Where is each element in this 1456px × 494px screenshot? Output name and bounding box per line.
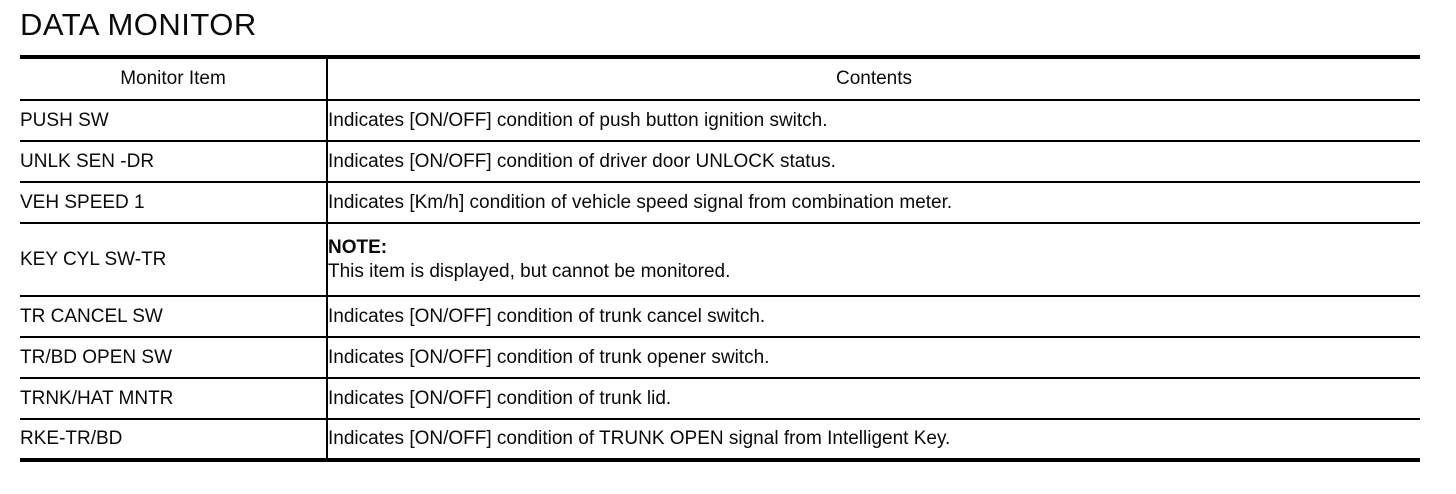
table-row: PUSH SW Indicates [ON/OFF] condition of …	[20, 100, 1420, 142]
contents-cell: NOTE: This item is displayed, but cannot…	[327, 223, 1420, 297]
table-row: UNLK SEN -DR Indicates [ON/OFF] conditio…	[20, 141, 1420, 183]
contents-cell: Indicates [Km/h] condition of vehicle sp…	[327, 182, 1420, 224]
monitor-item-cell: TRNK/HAT MNTR	[20, 378, 328, 420]
monitor-item-cell: VEH SPEED 1	[20, 182, 328, 224]
monitor-item-cell: KEY CYL SW-TR	[20, 223, 328, 297]
table-row: TR/BD OPEN SW Indicates [ON/OFF] conditi…	[20, 337, 1420, 379]
monitor-item-cell: UNLK SEN -DR	[20, 141, 328, 183]
contents-cell: Indicates [ON/OFF] condition of push but…	[327, 100, 1420, 142]
column-header-monitor-item: Monitor Item	[20, 57, 328, 101]
column-header-contents: Contents	[327, 57, 1420, 101]
monitor-item-cell: TR/BD OPEN SW	[20, 337, 328, 379]
table-row: TR CANCEL SW Indicates [ON/OFF] conditio…	[20, 296, 1420, 338]
note-label: NOTE:	[328, 236, 388, 258]
contents-cell: Indicates [ON/OFF] condition of trunk op…	[327, 337, 1420, 379]
contents-cell: Indicates [ON/OFF] condition of trunk li…	[327, 378, 1420, 420]
header-row: Monitor Item Contents	[20, 57, 1420, 101]
table-row: VEH SPEED 1 Indicates [Km/h] condition o…	[20, 182, 1420, 224]
note-text: This item is displayed, but cannot be mo…	[328, 260, 731, 282]
contents-cell: Indicates [ON/OFF] condition of driver d…	[327, 141, 1420, 183]
page-title: DATA MONITOR	[20, 7, 257, 42]
table-row: TRNK/HAT MNTR Indicates [ON/OFF] conditi…	[20, 378, 1420, 420]
monitor-item-cell: PUSH SW	[20, 100, 328, 142]
table-row: KEY CYL SW-TR NOTE: This item is display…	[20, 223, 1420, 297]
contents-cell: Indicates [ON/OFF] condition of trunk ca…	[327, 296, 1420, 338]
table-row: RKE-TR/BD Indicates [ON/OFF] condition o…	[20, 419, 1420, 460]
monitor-item-cell: RKE-TR/BD	[20, 419, 328, 460]
monitor-item-cell: TR CANCEL SW	[20, 296, 328, 338]
data-monitor-table: Monitor Item Contents PUSH SW Indicates …	[20, 55, 1420, 462]
contents-cell: Indicates [ON/OFF] condition of TRUNK OP…	[328, 428, 951, 449]
